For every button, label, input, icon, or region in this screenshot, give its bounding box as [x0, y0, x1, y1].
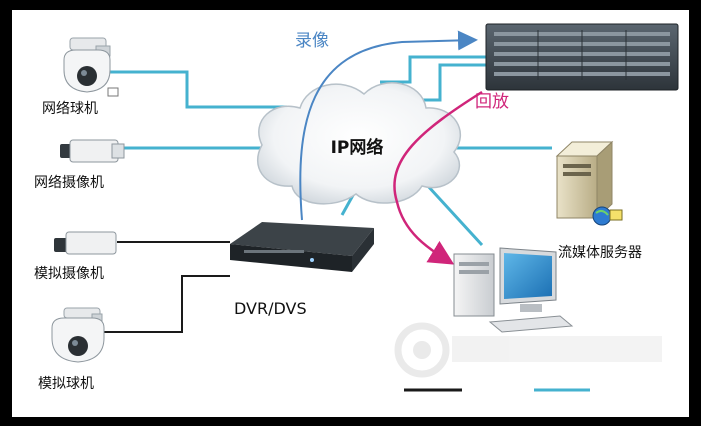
diagram-frame: IP网络 录像 回放 网络球机 网络摄像机 模拟摄像机 模拟球机 [12, 10, 689, 417]
watermark-logo [394, 322, 662, 378]
streaming-server-label: 流媒体服务器 [558, 245, 642, 261]
record-arrow [299, 30, 478, 221]
network-camera [60, 139, 125, 163]
line-server-1 [380, 55, 486, 84]
playback-arrow [393, 90, 483, 265]
analog-camera [54, 231, 117, 255]
record-label: 录像 [295, 31, 329, 51]
analog-dome-camera [51, 307, 105, 363]
analog-lines [102, 241, 230, 333]
ip-network-label: IP网络 [331, 137, 384, 158]
client-pc [453, 247, 574, 333]
streaming-server [555, 140, 623, 226]
storage-server [485, 23, 679, 91]
network-dome-camera [63, 37, 119, 97]
playback-label: 回放 [475, 92, 509, 112]
network-lines [107, 55, 552, 247]
line-analog-dome [102, 275, 230, 333]
network-diagram: IP网络 录像 回放 网络球机 网络摄像机 模拟摄像机 模拟球机 [34, 23, 679, 392]
network-dome-label: 网络球机 [42, 101, 98, 117]
line-server-2 [412, 63, 486, 102]
dvr-label: DVR/DVS [234, 299, 307, 318]
dvr-device [230, 222, 374, 272]
network-camera-label: 网络摄像机 [34, 175, 104, 191]
analog-dome-label: 模拟球机 [38, 376, 94, 392]
analog-camera-label: 模拟摄像机 [34, 266, 104, 282]
line-network-dome [107, 70, 287, 109]
line-pc [425, 183, 484, 247]
